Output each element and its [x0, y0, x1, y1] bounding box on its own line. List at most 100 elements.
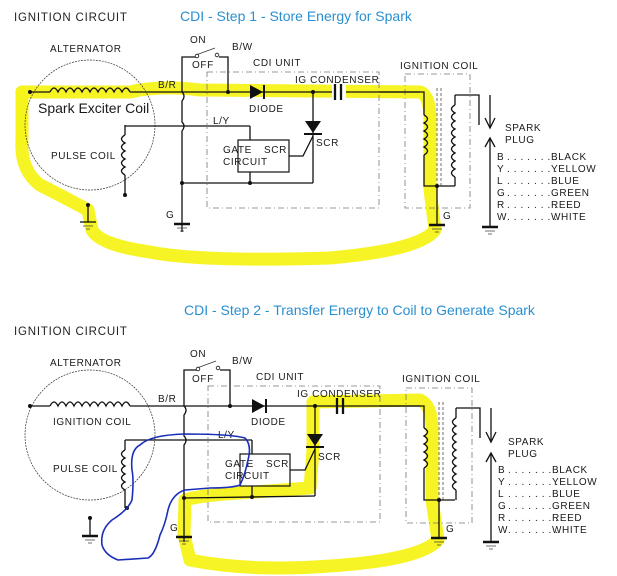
step-1-spark-label: SPARK: [505, 123, 541, 134]
step-2-cdi-unit-label: CDI UNIT: [256, 372, 304, 383]
svg-text:G: G: [498, 501, 506, 512]
svg-text:R: R: [498, 513, 506, 524]
step-1-circuit-label: CIRCUIT: [223, 157, 268, 168]
step-2-diode-label: DIODE: [251, 417, 286, 428]
step-1-switch-off-label: OFF: [192, 60, 214, 71]
step-1-gate-circuit-box: [237, 139, 290, 173]
svg-text:L: L: [497, 176, 503, 187]
svg-text:W: W: [498, 525, 508, 536]
svg-text:BLACK: BLACK: [552, 465, 588, 476]
step-1-wire-bw-label: B/W: [232, 42, 253, 53]
step-2-gate-label: GATE: [225, 459, 254, 470]
step-2-alternator-label: ALTERNATOR: [50, 358, 122, 369]
legend-row: W. . . . . . . .WHITE: [498, 525, 587, 536]
step-1-ground-coil-label: G: [443, 211, 451, 222]
svg-text:L: L: [498, 489, 504, 500]
step-2-diode-icon: [252, 399, 265, 413]
svg-text:REED: REED: [551, 200, 581, 211]
svg-text:. . . . . . . .: . . . . . . . .: [508, 513, 559, 524]
svg-text:. . . . . . . .: . . . . . . . .: [507, 200, 558, 211]
legend-row: R. . . . . . . .REED: [497, 200, 581, 211]
step-2-scr-label: SCR: [318, 452, 341, 463]
svg-text:Y: Y: [498, 477, 505, 488]
step-2-color-legend: B. . . . . . . .BLACK Y. . . . . . . .YE…: [498, 465, 597, 536]
step-1-wire-br-label: B/R: [158, 80, 176, 91]
svg-text:G: G: [497, 188, 505, 199]
step-2-gate-scr-label: SCR: [266, 459, 289, 470]
svg-text:GREEN: GREEN: [551, 188, 590, 199]
svg-text:WHITE: WHITE: [552, 525, 587, 536]
step-2-wire-br-label: B/R: [158, 394, 176, 405]
svg-text:GREEN: GREEN: [552, 501, 591, 512]
legend-row: L. . . . . . . .BLUE: [497, 176, 579, 187]
step-1-color-legend: B. . . . . . . .BLACK Y. . . . . . . .YE…: [497, 152, 596, 223]
step-2-source-coil-label: IGNITION COIL: [53, 417, 131, 428]
step-2-pulse-coil-label: PULSE COIL: [53, 464, 118, 475]
step-1-section-title: IGNITION CIRCUIT: [14, 12, 128, 24]
svg-text:BLUE: BLUE: [552, 489, 581, 500]
legend-row: W. . . . . . . .WHITE: [497, 212, 586, 223]
step-2-scr-icon: [307, 434, 323, 446]
step-2-switch-off-label: OFF: [192, 374, 214, 385]
svg-text:. . . . . . . .: . . . . . . . .: [507, 176, 558, 187]
step-1-alternator-label: ALTERNATOR: [50, 44, 122, 55]
step-2-gate-circuit-box: [239, 453, 291, 487]
svg-text:. . . . . . . .: . . . . . . . .: [508, 501, 559, 512]
svg-text:. . . . . . . .: . . . . . . . .: [507, 188, 558, 199]
step-2-ground-cdi-label: G: [170, 523, 178, 534]
step-1-pulse-coil-icon: [120, 134, 127, 176]
step-2-spark-label: SPARK: [508, 437, 544, 448]
step-1-title: CDI - Step 1 - Store Energy for Spark: [180, 8, 413, 24]
svg-text:YELLOW: YELLOW: [551, 164, 596, 175]
step-2-highlight-path: [177, 393, 445, 575]
step-2-ignition-coil-title: IGNITION COIL: [402, 374, 480, 385]
svg-text:. . . . . . . .: . . . . . . . .: [508, 525, 559, 536]
legend-row: Y. . . . . . . .YELLOW: [497, 164, 596, 175]
step-2-section-title: IGNITION CIRCUIT: [14, 326, 128, 338]
step-1-diode-label: DIODE: [249, 104, 284, 115]
svg-text:BLACK: BLACK: [551, 152, 587, 163]
step-1-cdi-unit-box: [206, 71, 380, 209]
svg-text:W: W: [497, 212, 507, 223]
step-2-wire-bw-label: B/W: [232, 356, 253, 367]
svg-text:. . . . . . . .: . . . . . . . .: [507, 164, 558, 175]
step-2-plug-label: PLUG: [508, 449, 538, 460]
svg-text:YELLOW: YELLOW: [552, 477, 597, 488]
step-1-condenser-label: IG CONDENSER: [295, 75, 379, 86]
legend-row: G. . . . . . . .GREEN: [497, 188, 590, 199]
svg-text:. . . . . . . .: . . . . . . . .: [508, 489, 559, 500]
step-1-ignition-coil-box: [404, 73, 471, 209]
step-1-switch-on-label: ON: [190, 35, 206, 46]
step-2-panel: IGNITION CIRCUIT CDI - Step 2 - Transfer…: [14, 302, 597, 575]
svg-text:. . . . . . . .: . . . . . . . .: [508, 477, 559, 488]
step-2-pulse-signal-annotation: [100, 433, 251, 561]
step-1-diode-icon: [250, 85, 263, 99]
svg-text:. . . . . . . .: . . . . . . . .: [507, 212, 558, 223]
step-2-primary-coil-icon: [422, 427, 429, 469]
step-2-ignition-coil-icon: [49, 401, 131, 408]
legend-row: G. . . . . . . .GREEN: [498, 501, 591, 512]
step-2-switch-on-label: ON: [190, 349, 206, 360]
step-1-wire-ly-label: L/Y: [213, 116, 230, 127]
legend-row: R. . . . . . . .REED: [498, 513, 582, 524]
step-1-ignition-coil-title: IGNITION COIL: [400, 61, 478, 72]
step-2-pulse-coil-icon: [120, 449, 127, 491]
svg-text:B: B: [498, 465, 505, 476]
step-2-alternator-outline: [24, 369, 156, 501]
step-1-scr-label: SCR: [316, 138, 339, 149]
step-2-switch: [183, 369, 197, 406]
svg-text:WHITE: WHITE: [551, 212, 586, 223]
svg-text:REED: REED: [552, 513, 582, 524]
step-1-gate-scr-label: SCR: [264, 145, 287, 156]
step-2-circuit-label: CIRCUIT: [225, 471, 270, 482]
step-1-gate-label: GATE: [223, 145, 252, 156]
step-1-ground-cdi-label: G: [166, 210, 174, 221]
step-2-condenser-label: IG CONDENSER: [297, 389, 381, 400]
step-2-cdi-unit-box: [207, 385, 381, 523]
legend-row: B. . . . . . . .BLACK: [498, 465, 588, 476]
svg-text:Y: Y: [497, 164, 504, 175]
svg-text:. . . . . . . .: . . . . . . . .: [507, 152, 558, 163]
step-1-plug-label: PLUG: [505, 135, 535, 146]
svg-text:R: R: [497, 200, 505, 211]
